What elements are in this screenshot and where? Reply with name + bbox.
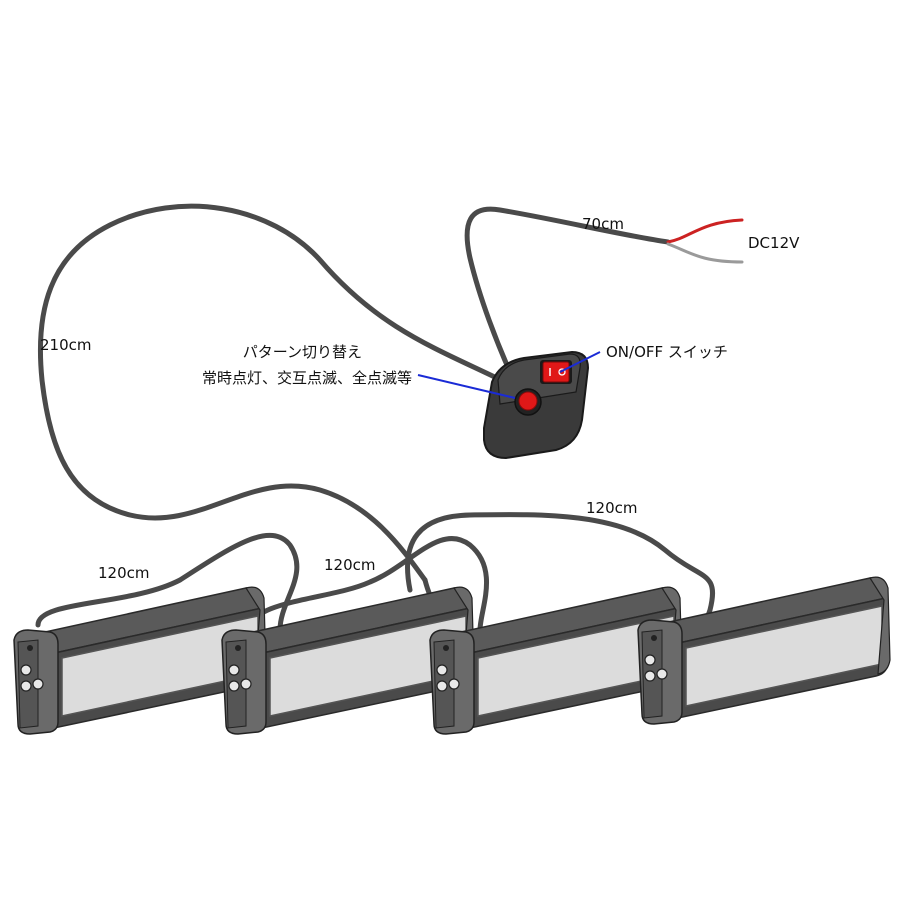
switch-callout-line — [559, 351, 601, 373]
pattern-button-icon[interactable] — [514, 388, 542, 416]
link-cable-2 — [247, 536, 489, 633]
switch-box — [483, 350, 590, 460]
link-cable-1 — [35, 532, 300, 633]
negative-wire — [666, 242, 744, 264]
pattern-label-line1: パターン切り替え — [243, 343, 362, 361]
link-cable-3-length: 120cm — [586, 499, 638, 517]
power-cable — [464, 206, 671, 375]
pattern-callout-line — [417, 374, 516, 399]
power-label: DC12V — [748, 234, 800, 252]
rocker-switch-icon[interactable] — [540, 360, 572, 384]
pattern-label-line2: 常時点灯、交互点滅、全点滅等 — [202, 369, 412, 387]
main-cable-length: 210cm — [40, 336, 92, 354]
main-cable — [37, 203, 508, 583]
link-cable-1-length: 120cm — [98, 564, 150, 582]
positive-wire — [666, 218, 744, 244]
link-cable-3 — [405, 512, 716, 633]
switch-label: ON/OFF スイッチ — [606, 343, 728, 361]
link-cable-2-length: 120cm — [324, 556, 376, 574]
power-cable-length: 70cm — [582, 215, 624, 233]
